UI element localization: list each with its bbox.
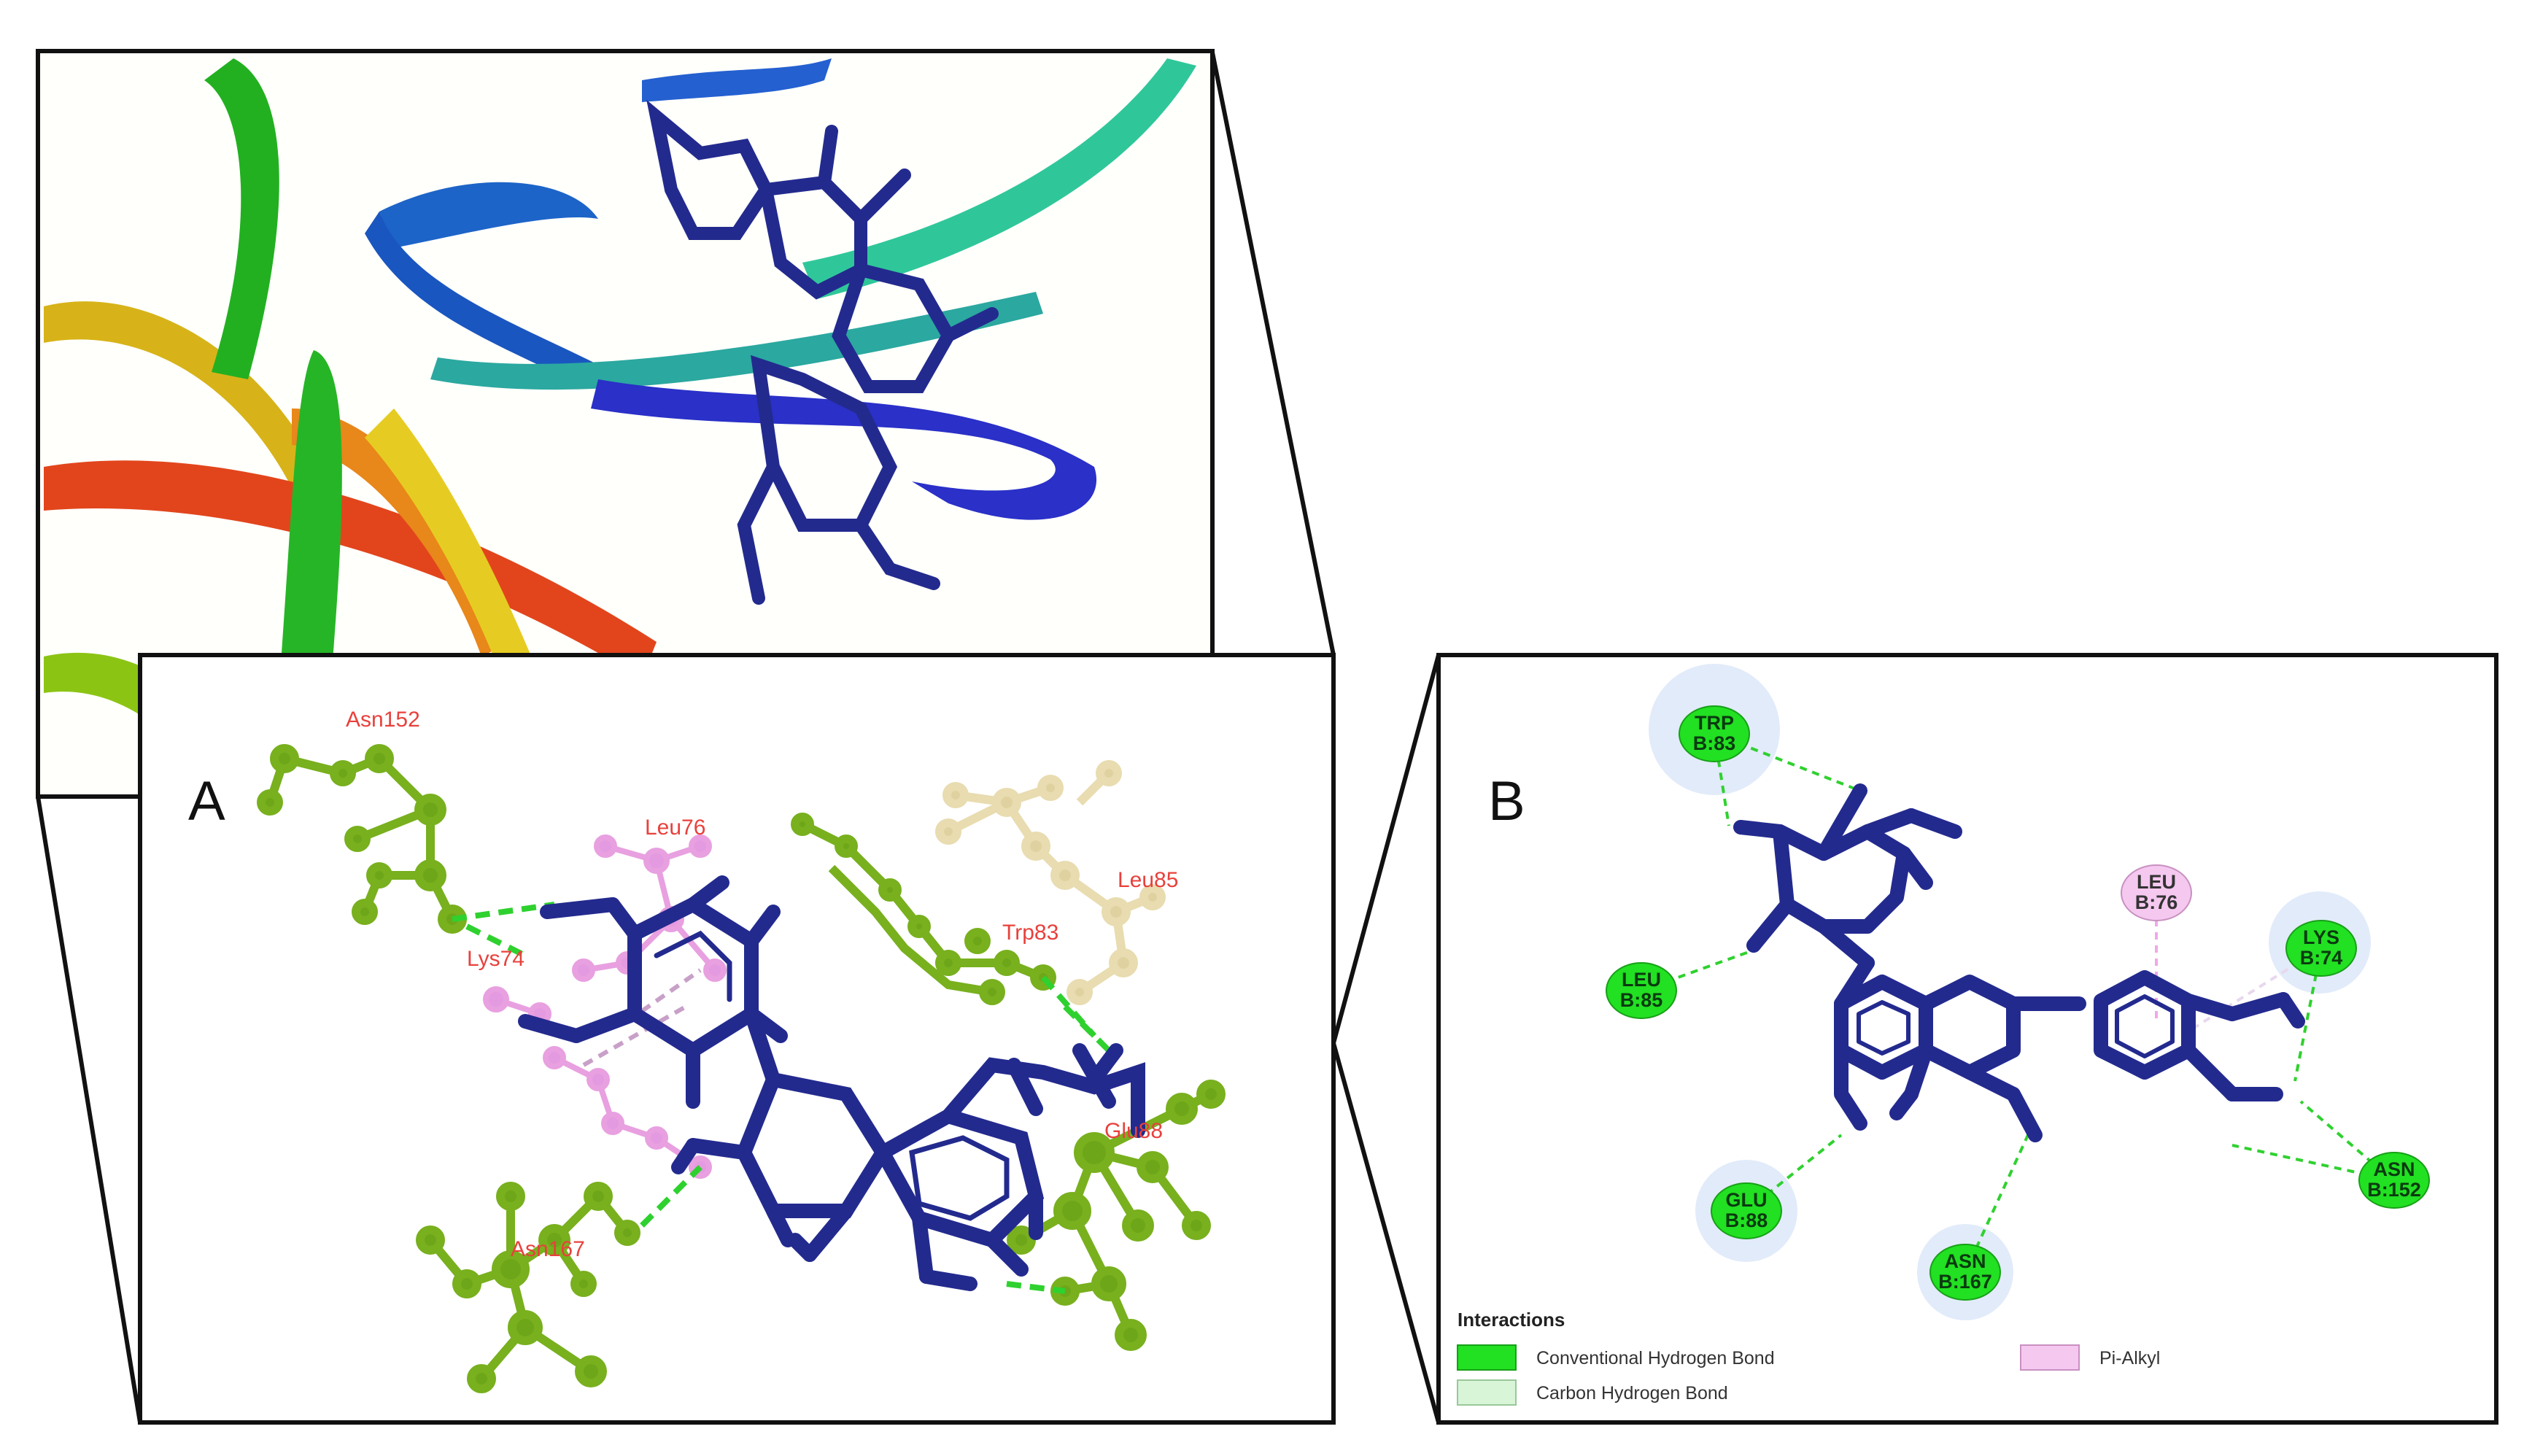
panel-label-b: B [1488, 770, 1525, 832]
svg-text:LYS: LYS [2303, 926, 2339, 948]
legend-label-pi-alkyl: Pi-Alkyl [2099, 1348, 2160, 1368]
svg-text:LEU: LEU [2137, 871, 2176, 893]
residue-node-asn152: ASN B:152 [2358, 1152, 2430, 1209]
ligand-2d [1733, 783, 2305, 1142]
svg-text:B:85: B:85 [1620, 989, 1663, 1011]
residue-label-leu85: Leu85 [1118, 868, 1178, 892]
legend-swatch-carbon-hbond [1457, 1379, 1517, 1406]
residue-label-leu76: Leu76 [645, 816, 705, 840]
residue-label-asn152: Asn152 [346, 708, 420, 732]
svg-text:ASN: ASN [1944, 1250, 1986, 1272]
legend-label-conventional-hbond: Conventional Hydrogen Bond [1536, 1348, 1775, 1368]
svg-text:B:167: B:167 [1938, 1271, 1992, 1293]
pi-alkyl-dashes-a [582, 968, 702, 1067]
legend-title: Interactions [1458, 1309, 1565, 1331]
svg-text:B:76: B:76 [2135, 891, 2178, 913]
svg-text:B:74: B:74 [2300, 947, 2343, 969]
svg-text:LEU: LEU [1622, 969, 1661, 991]
residue-asn167-balls [416, 1182, 640, 1393]
legend-label-carbon-hbond: Carbon Hydrogen Bond [1536, 1383, 1728, 1403]
svg-text:ASN: ASN [2373, 1158, 2415, 1180]
panel-a-frame [138, 653, 1336, 1425]
panel-b-2d-diagram: B [1436, 653, 2498, 1425]
svg-text:B:83: B:83 [1693, 732, 1736, 754]
interaction-legend: Interactions Conventional Hydrogen Bond … [1457, 1309, 2160, 1406]
residue-glu88-balls [1007, 1080, 1226, 1351]
residue-node-lys74: LYS B:74 [2285, 920, 2357, 977]
residue-label-trp83: Trp83 [1002, 921, 1058, 945]
legend-swatch-conventional-hbond [1457, 1344, 1517, 1371]
svg-text:TRP: TRP [1695, 712, 1734, 734]
residue-asn152-sticks [257, 744, 467, 934]
protein-ribbon-view [38, 51, 1212, 797]
panel-a-3d-view: Asn152 Leu76 Leu85 Trp83 Lys74 Glu88 Asn… [140, 655, 1333, 1422]
residue-node-glu88: GLU B:88 [1711, 1182, 1782, 1239]
residue-trp83-sticks [791, 813, 1056, 1005]
residue-label-asn167: Asn167 [511, 1237, 585, 1261]
legend-swatch-pi-alkyl [2020, 1344, 2080, 1371]
residue-node-leu85: LEU B:85 [1606, 962, 1677, 1019]
hydrogen-bond-dashes-a [452, 902, 1111, 1294]
residue-leu76-balls [483, 835, 727, 1179]
residue-label-glu88: Glu88 [1104, 1119, 1163, 1143]
svg-text:GLU: GLU [1726, 1189, 1768, 1211]
residue-node-asn167: ASN B:167 [1929, 1244, 2001, 1301]
ligand-sticks-a [518, 875, 1145, 1291]
residue-leu85-sticks [935, 760, 1166, 1005]
residue-label-lys74: Lys74 [467, 947, 524, 971]
svg-text:B:88: B:88 [1725, 1209, 1768, 1231]
panel-label-a: A [188, 770, 225, 832]
residue-labels-a: Asn152 Leu76 Leu85 Trp83 Lys74 Glu88 Asn… [346, 708, 1178, 1261]
residue-node-leu76: LEU B:76 [2121, 864, 2192, 921]
residue-node-trp83: TRP B:83 [1679, 705, 1750, 762]
svg-text:B:152: B:152 [2367, 1179, 2421, 1201]
zoom-connector-lines [36, 52, 1441, 1423]
